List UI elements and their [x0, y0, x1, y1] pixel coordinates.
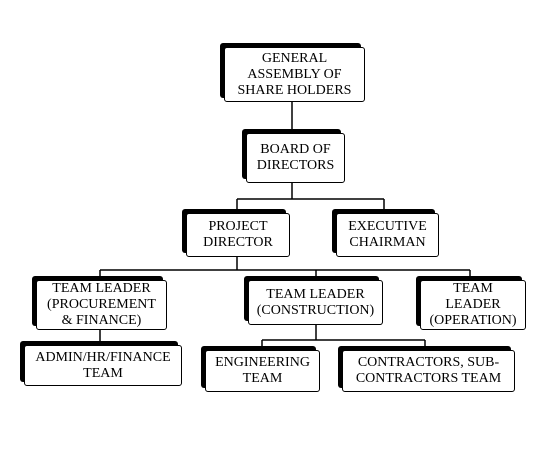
node-team-leader-operation: TEAM LEADER (OPERATION): [420, 280, 526, 330]
node-board-of-directors: BOARD OF DIRECTORS: [246, 133, 345, 183]
node-label: EXECUTIVE CHAIRMAN: [348, 219, 427, 250]
node-team-leader-procurement: TEAM LEADER (PROCUREMENT & FINANCE): [36, 280, 167, 330]
node-label: TEAM LEADER (PROCUREMENT & FINANCE): [47, 281, 156, 328]
node-label: ADMIN/HR/FINANCE TEAM: [35, 349, 171, 381]
node-label: CONTRACTORS, SUB- CONTRACTORS TEAM: [355, 355, 502, 386]
node-admin-hr-finance-team: ADMIN/HR/FINANCE TEAM: [24, 345, 182, 386]
node-project-director: PROJECT DIRECTOR: [186, 213, 290, 257]
node-team-leader-construction: TEAM LEADER (CONSTRUCTION): [248, 280, 383, 325]
node-general-assembly: GENERAL ASSEMBLY OF SHARE HOLDERS: [224, 47, 365, 102]
node-contractors-team: CONTRACTORS, SUB- CONTRACTORS TEAM: [342, 350, 515, 392]
node-label: TEAM LEADER (OPERATION): [429, 281, 517, 328]
node-label: ENGINEERING TEAM: [215, 355, 310, 386]
node-engineering-team: ENGINEERING TEAM: [205, 350, 320, 392]
node-executive-chairman: EXECUTIVE CHAIRMAN: [336, 213, 439, 257]
node-label: PROJECT DIRECTOR: [203, 219, 273, 250]
node-label: TEAM LEADER (CONSTRUCTION): [256, 286, 375, 318]
node-label: BOARD OF DIRECTORS: [256, 142, 335, 173]
node-label: GENERAL ASSEMBLY OF SHARE HOLDERS: [237, 50, 352, 98]
